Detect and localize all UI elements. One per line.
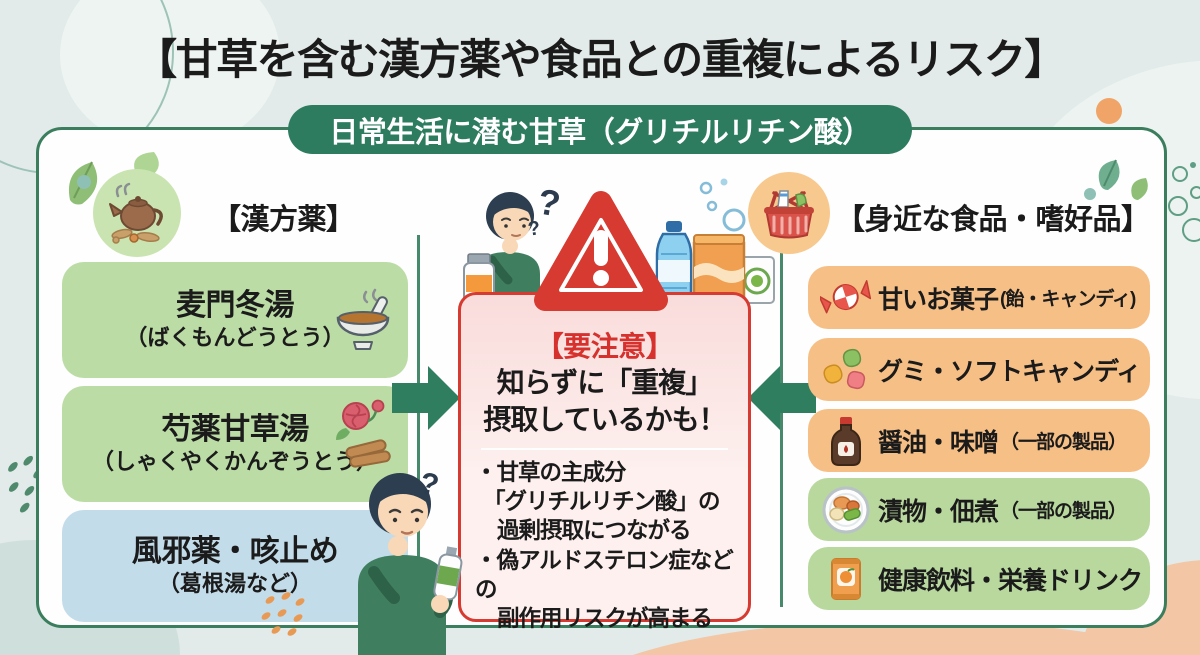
bullet-line: ・甘草の主成分 <box>475 459 627 485</box>
ring-decoration-2 <box>1190 186 1200 199</box>
food-item-note: (飴・キャンディ) <box>1000 289 1136 310</box>
leaf-decoration-right <box>1084 159 1148 200</box>
banner-pill: 日常生活に潜む甘草（グリチルリチン酸） <box>288 105 912 154</box>
warning-box: 【要注意】 知らずに「重複」 摂取しているかも！ ・甘草の主成分 「グリチルリチ… <box>458 292 751 631</box>
pickles-icon <box>822 486 870 533</box>
ring-decoration-3 <box>1168 196 1188 216</box>
soy-sauce-icon <box>831 416 861 466</box>
caution-title: 【要注意】 <box>535 331 674 362</box>
food-item-label: 健康飲料・栄養ドリンク <box>878 566 1143 595</box>
warning-bullets: ・甘草の主成分 「グリチルリチン酸」の 過剰摂取につながる ・偽アルドステロン症… <box>461 458 748 634</box>
kampo-item-name: 麦門冬湯 <box>176 289 295 323</box>
kampo-header: 【漢方薬】 <box>212 204 355 236</box>
food-item-label: 甘いお菓子 <box>878 285 999 314</box>
warning-triangle-icon <box>534 191 668 311</box>
kampo-item-reading: （ばくもんどうとう） <box>125 325 345 351</box>
arrow-left-to-center <box>392 366 460 430</box>
food-item-label: 醤油・味噌 <box>878 428 999 457</box>
kampo-item-reading: （しゃくやくかんぞうとう） <box>91 449 378 475</box>
dot-decoration-small <box>1190 162 1196 168</box>
candy-icon <box>820 279 872 313</box>
ring-decoration-4 <box>1182 218 1200 242</box>
food-item-pickles: 漬物・佃煮 （一部の製品） <box>808 478 1150 541</box>
food-item-label: 漬物・佃煮 <box>878 497 999 526</box>
shopping-basket-icon <box>748 172 830 254</box>
arrow-right-to-center <box>748 366 816 430</box>
food-item-sweets: 甘いお菓子 (飴・キャンディ) <box>808 266 1150 329</box>
divider-left <box>417 235 420 607</box>
warning-box-divider <box>481 447 728 450</box>
kampo-item-reading: （葛根湯など） <box>157 571 312 597</box>
kampo-item-name: 風邪薬・咳止め <box>131 535 339 569</box>
foods-header: 【身近な食品・嗜好品】 <box>836 204 1150 236</box>
bullet-line: 「グリチルリチン酸」の <box>483 489 721 515</box>
kampo-item-bakumondoto: 麦門冬湯 （ばくもんどうとう） <box>62 262 408 378</box>
kampo-item-cold-medicine: 風邪薬・咳止め （葛根湯など） <box>62 510 408 622</box>
bullet-line: ・偽アルドステロン症などの <box>475 547 734 602</box>
ring-decoration-1 <box>1172 166 1188 182</box>
food-item-health-drink: 健康飲料・栄養ドリンク <box>808 547 1150 610</box>
teapot-icon <box>93 169 181 257</box>
kampo-item-shakuyakukanzoto: 芍薬甘草湯 （しゃくやくかんぞうとう） <box>62 386 408 502</box>
orange-dot-cluster-decoration <box>261 592 305 636</box>
food-item-gummy: グミ・ソフトキャンディ <box>808 338 1150 401</box>
peony-root-icon <box>336 399 391 468</box>
gummy-icon <box>823 348 866 389</box>
drink-can-icon <box>831 557 861 600</box>
divider-right <box>780 235 783 607</box>
orange-dot-decoration <box>1096 98 1122 124</box>
warning-line-1: 知らずに「重複」 <box>496 367 713 398</box>
warning-line-2: 摂取しているかも！ <box>483 403 726 435</box>
food-item-note: （一部の製品） <box>1000 432 1127 453</box>
kampo-item-name: 芍薬甘草湯 <box>161 413 309 447</box>
bullet-line: 過剰摂取につながる <box>497 518 692 544</box>
water-bottle-icon <box>655 221 693 306</box>
bubbles-decoration <box>699 178 746 232</box>
soup-bowl-icon <box>336 288 390 350</box>
food-item-label: グミ・ソフトキャンディ <box>878 357 1141 386</box>
food-item-note: （一部の製品） <box>1000 501 1127 522</box>
page-title: 【甘草を含む漢方薬や食品との重複によるリスク】 <box>135 36 1066 83</box>
person-holding-bottle-icon <box>358 473 463 655</box>
food-item-soy-miso: 醤油・味噌 （一部の製品） <box>808 409 1150 472</box>
bullet-line: 副作用リスクが高まる <box>497 606 713 632</box>
